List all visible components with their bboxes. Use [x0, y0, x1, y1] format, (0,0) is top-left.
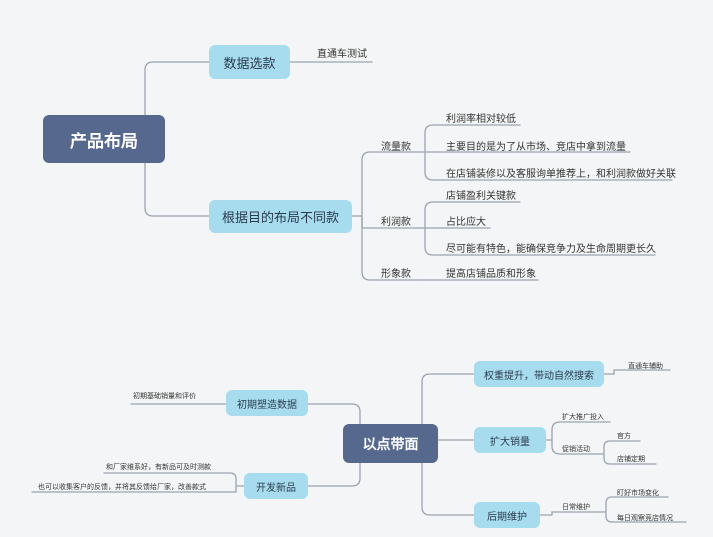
campaign-item: 官方 [617, 432, 631, 440]
branch-data-selection[interactable]: 数据选款 [209, 45, 290, 79]
leaf-through-train-test: 直通车测试 [317, 49, 367, 60]
branch-maintenance[interactable]: 后期维护 [474, 502, 540, 528]
maintenance-item: 每日观察竞店情况 [617, 514, 673, 522]
root-node-point-to-area[interactable]: 以点带面 [343, 424, 438, 463]
leaf-new-product: 也可以收集客户的反馈，并将其反馈给厂家，改善款式 [38, 483, 206, 491]
maintenance-item: 盯好市场变化 [617, 489, 659, 497]
branch-initial-data[interactable]: 初期塑造数据 [226, 390, 308, 416]
leaf-expand-promotion: 扩大推广投入 [562, 413, 604, 421]
branch-weight-boost[interactable]: 权重提升，带动自然搜索 [474, 361, 604, 387]
branch-expand-sales[interactable]: 扩大销量 [474, 427, 546, 453]
campaign-item: 店铺定期 [617, 455, 645, 463]
root-node-product-layout[interactable]: 产品布局 [43, 115, 165, 163]
leaf-through-train-assist: 直通车辅助 [628, 362, 663, 370]
branch-purpose-layout[interactable]: 根据目的布局不同款 [209, 200, 352, 233]
profit-item: 占比应大 [446, 217, 486, 228]
leaf-initial-sales: 初期基础销量和评价 [133, 392, 196, 400]
image-item: 提高店铺品质和形象 [446, 269, 536, 280]
profit-item: 尽可能有特色，能确保竞争力及生命周期更长久 [446, 244, 656, 255]
leaf-daily-maintenance: 日常维护 [562, 503, 590, 511]
category-profit: 利润款 [381, 217, 411, 228]
traffic-item: 在店铺装修以及客服询单推荐上，和利润款做好关联 [446, 169, 676, 180]
leaf-campaign: 促销活动 [562, 445, 590, 453]
branch-new-product[interactable]: 开发新品 [244, 473, 308, 499]
traffic-item: 利润率相对较低 [446, 114, 516, 125]
leaf-new-product: 和厂家维系好，有新品可及时测款 [106, 463, 211, 471]
profit-item: 店铺盈利关键款 [446, 191, 516, 202]
category-traffic: 流量款 [381, 142, 411, 153]
category-image: 形象款 [381, 269, 411, 280]
traffic-item: 主要目的是为了从市场、竞店中拿到流量 [446, 142, 626, 153]
